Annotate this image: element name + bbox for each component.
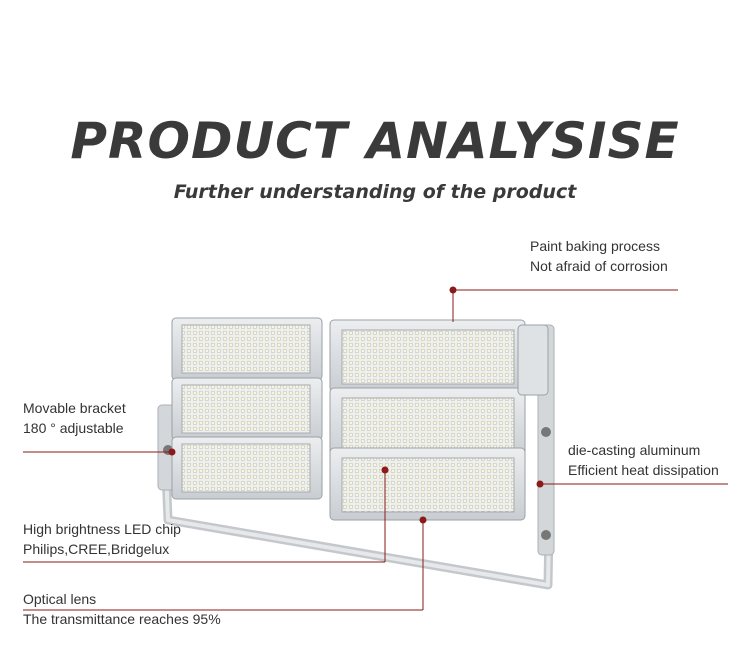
leader-lens — [23, 516, 427, 611]
callout-paint-line2: Not afraid of corrosion — [530, 258, 668, 274]
callout-paint: Paint baking process Not afraid of corro… — [530, 236, 668, 276]
leader-led — [23, 466, 389, 563]
led-module-left-middle — [171, 377, 323, 441]
callout-aluminum-line1: die-casting aluminum — [568, 442, 701, 458]
callout-lens-line1: Optical lens — [23, 591, 97, 607]
callout-lens: Optical lens The transmittance reaches 9… — [23, 589, 221, 629]
page-subtitle: Further understanding of the product — [173, 181, 577, 203]
led-module-right-top — [329, 319, 526, 393]
callout-bracket-line1: Movable bracket — [23, 400, 126, 416]
led-module-left-bottom — [171, 436, 323, 500]
callout-bracket-line2: 180 ° adjustable — [23, 420, 124, 436]
callout-aluminum: die-casting aluminum Efficient heat diss… — [568, 440, 719, 480]
callout-led-line2: Philips,CREE,Bridgelux — [23, 541, 170, 557]
callout-aluminum-line2: Efficient heat dissipation — [568, 462, 719, 478]
callout-lens-line2: The transmittance reaches 95% — [23, 611, 221, 627]
led-module-right-middle — [329, 387, 526, 461]
leader-paint — [449, 286, 678, 322]
leader-aluminum — [536, 480, 728, 488]
callout-led-line1: High brightness LED chip — [23, 521, 181, 537]
page-title: PRODUCT ANALYSISE — [70, 112, 680, 170]
callout-bracket: Movable bracket 180 ° adjustable — [23, 398, 126, 438]
callout-led: High brightness LED chip Philips,CREE,Br… — [23, 519, 181, 559]
led-module-right-bottom — [329, 447, 526, 521]
leader-bracket — [23, 448, 176, 456]
callout-paint-line1: Paint baking process — [530, 238, 660, 254]
led-module-left-top — [171, 317, 323, 381]
